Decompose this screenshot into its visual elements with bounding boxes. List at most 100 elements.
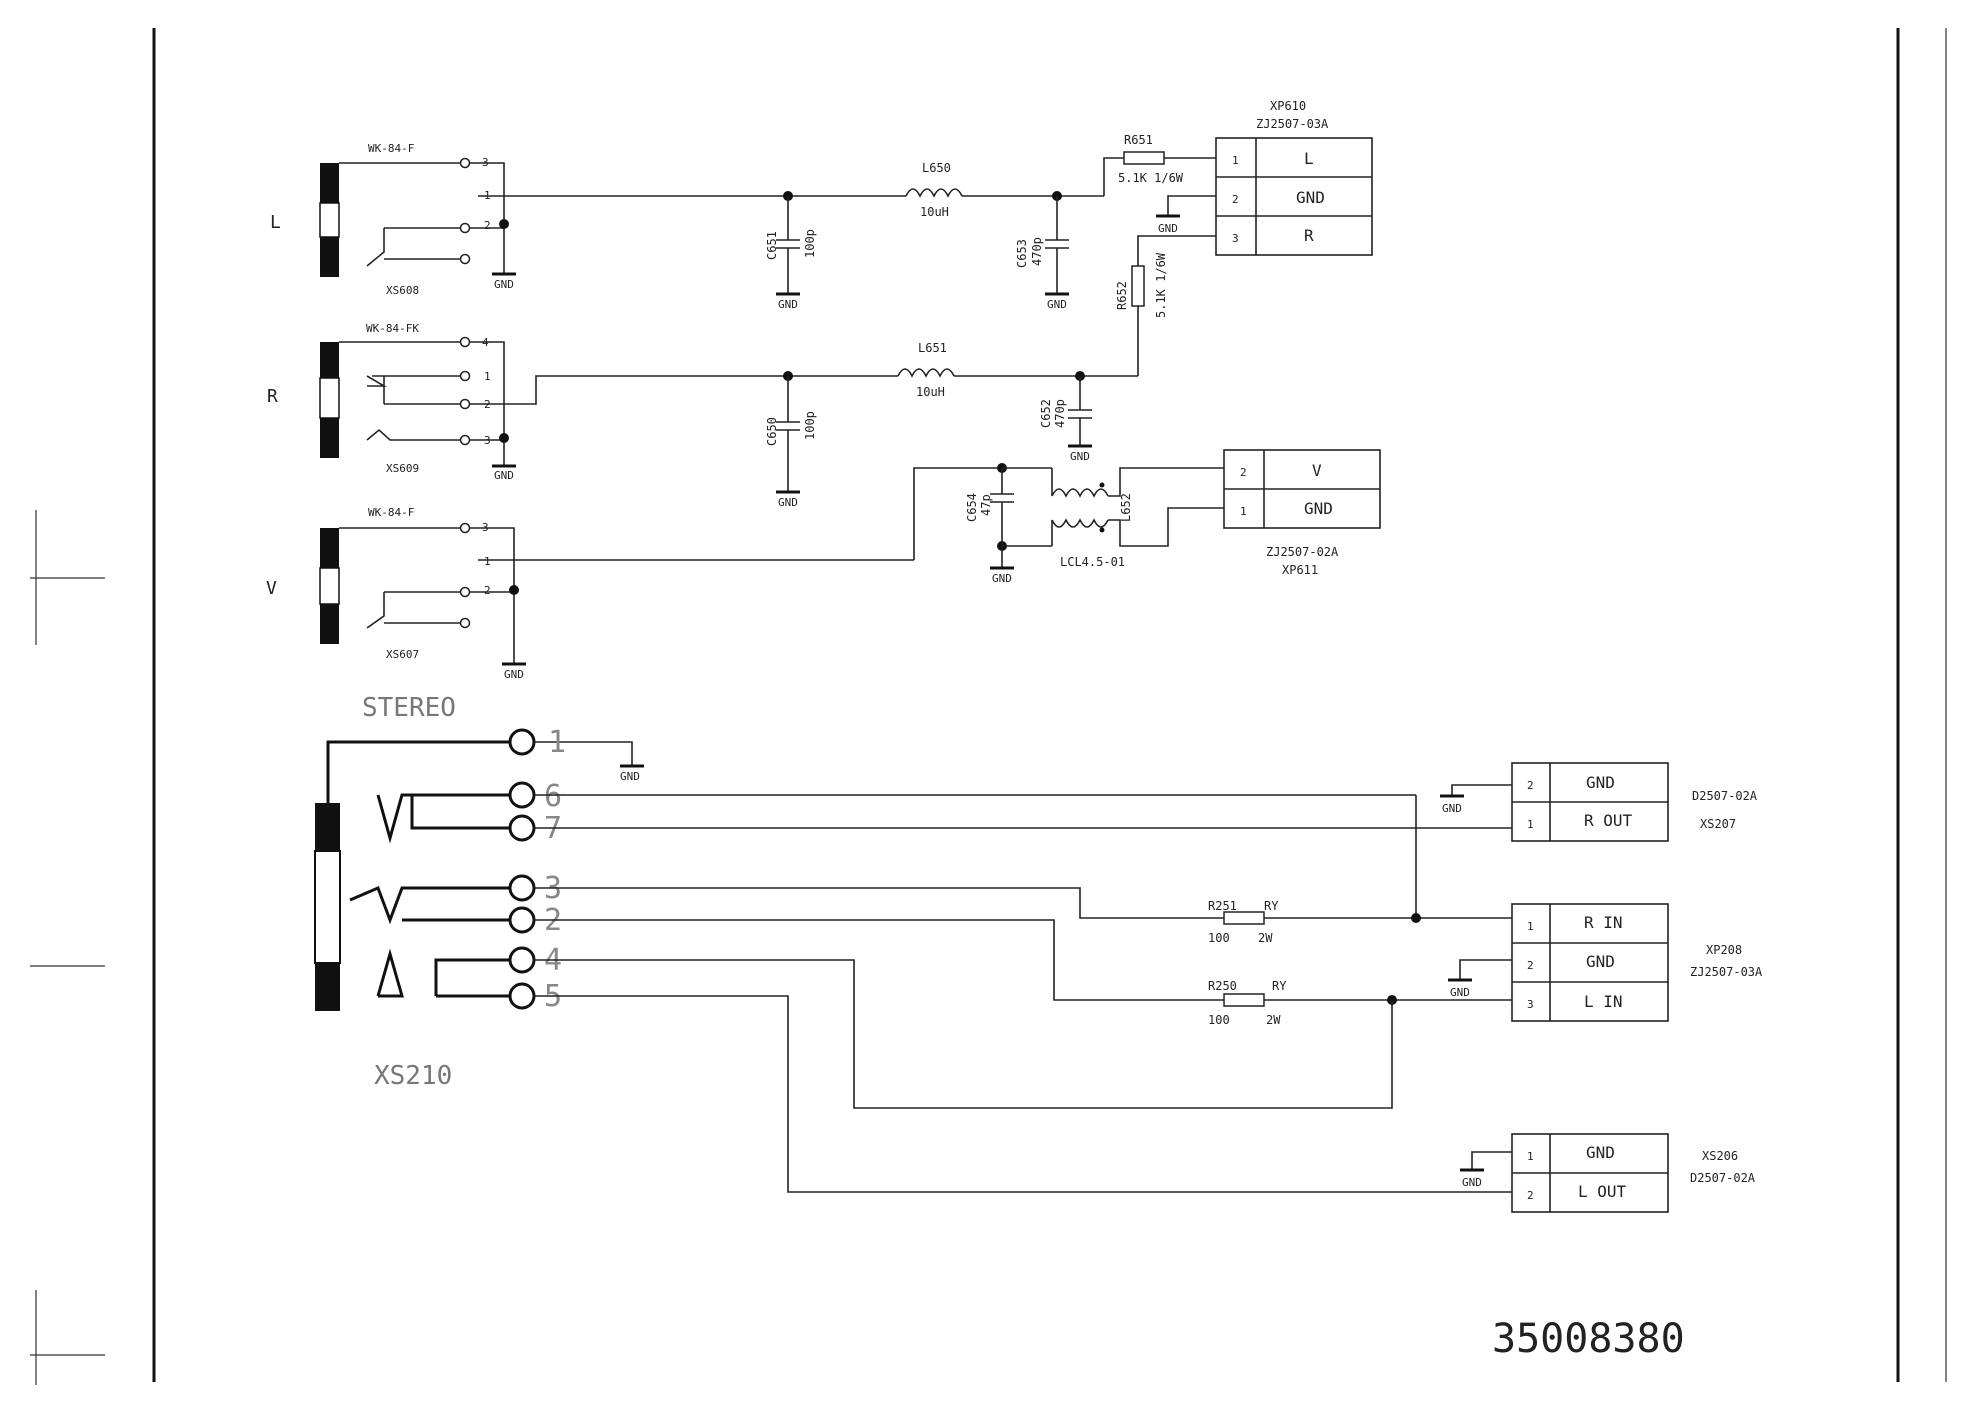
gnd-label: GND	[620, 770, 640, 783]
xp208-part: ZJ2507-03A	[1690, 965, 1763, 979]
stereo-wiring	[534, 784, 1512, 1193]
xp611-name: V	[1312, 461, 1322, 480]
xp208-pin: 2	[1527, 959, 1534, 972]
c650-value: 100p	[803, 411, 817, 440]
jack-part-label: WK-84-F	[368, 142, 414, 155]
xp610-pin: 3	[1232, 232, 1239, 245]
c650-ref: C650	[765, 417, 779, 446]
gnd-label: GND	[992, 572, 1012, 585]
xp610-name: L	[1304, 149, 1314, 168]
c654-value: 47p	[979, 494, 993, 516]
xp208-name: GND	[1586, 952, 1615, 971]
xs207-name: R OUT	[1584, 811, 1633, 830]
stereo-pin: 6	[544, 779, 562, 814]
xp610-pin: 1	[1232, 154, 1239, 167]
jack-side-label: L	[270, 212, 281, 233]
c654-ref: C654	[965, 493, 979, 522]
r651-value: 5.1K 1/6W	[1118, 171, 1184, 185]
jack-pin: 2	[484, 219, 491, 232]
xs206-pin: 2	[1527, 1189, 1534, 1202]
gnd-label: GND	[778, 298, 798, 311]
r250-value: 100	[1208, 1013, 1230, 1027]
jack-part-label: WK-84-FK	[366, 322, 419, 335]
xs206-ref: XS206	[1702, 1149, 1738, 1163]
connector-xp610	[1156, 137, 1373, 256]
xp611-name: GND	[1304, 499, 1333, 518]
r250-type: RY	[1272, 979, 1287, 993]
stereo-title: STEREO	[362, 693, 456, 723]
connector-xs207	[1511, 762, 1669, 842]
r250-power: 2W	[1266, 1013, 1281, 1027]
l651-ref: L651	[918, 341, 947, 355]
gnd-label: GND	[1158, 222, 1178, 235]
r651-ref: R651	[1124, 133, 1153, 147]
drawing-number: 35008380	[1492, 1316, 1685, 1362]
jack-xs607: V WK-84-F XS607 3 1 2 GND	[266, 506, 526, 681]
jack-side-label: V	[266, 578, 277, 599]
r652-ref: R652	[1115, 281, 1129, 310]
xp208-name: L IN	[1584, 992, 1623, 1011]
jack-ref-label: XS608	[386, 284, 419, 297]
c652-value: 470p	[1053, 399, 1067, 428]
gnd-label: GND	[494, 278, 514, 291]
xp610-part: ZJ2507-03A	[1256, 117, 1329, 131]
c653-value: 470p	[1030, 237, 1044, 266]
jack-ref-label: XS609	[386, 462, 419, 475]
gnd-label: GND	[494, 469, 514, 482]
jack-part-label: WK-84-F	[368, 506, 414, 519]
jack-xs608: L WK-84-F XS608 3 1 2 GND	[270, 142, 516, 297]
xp610-pin: 2	[1232, 193, 1239, 206]
r251-power: 2W	[1258, 931, 1273, 945]
xp611-pin: 2	[1240, 466, 1247, 479]
r652-value: 5.1K 1/6W	[1154, 252, 1168, 318]
l651-value: 10uH	[916, 385, 945, 399]
connector-xp611	[1223, 449, 1381, 529]
jack-pin: 1	[484, 370, 491, 383]
xs210-ref: XS210	[374, 1061, 452, 1091]
r-channel-wiring	[470, 235, 1216, 494]
c651-ref: C651	[765, 231, 779, 260]
xp610-name: GND	[1296, 188, 1325, 207]
connector-xp208	[1511, 903, 1669, 1022]
gnd-label: GND	[1047, 298, 1067, 311]
xs206-part: D2507-02A	[1690, 1171, 1756, 1185]
jack-side-label: R	[267, 386, 278, 407]
l650-ref: L650	[922, 161, 951, 175]
r250-ref: R250	[1208, 979, 1237, 993]
xs207-ref: XS207	[1700, 817, 1736, 831]
c651-value: 100p	[803, 229, 817, 258]
xs207-name: GND	[1586, 773, 1615, 792]
l-channel-wiring	[478, 151, 1216, 296]
jack-pin: 2	[484, 584, 491, 597]
xp208-ref: XP208	[1706, 943, 1742, 957]
jack-xs609: R WK-84-FK XS609 4 1 2 3 GND	[267, 322, 516, 482]
gnd-label: GND	[1450, 986, 1470, 999]
xp208-name: R IN	[1584, 913, 1623, 932]
xs206-pin: 1	[1527, 1150, 1534, 1163]
gnd-label: GND	[1462, 1176, 1482, 1189]
l652-ref: L652	[1119, 493, 1133, 522]
xp610-ref: XP610	[1270, 99, 1306, 113]
l652-value: LCL4.5-01	[1060, 555, 1125, 569]
gnd-label: GND	[1442, 802, 1462, 815]
stereo-jack-body	[314, 728, 644, 1011]
xp611-part: ZJ2507-02A	[1266, 545, 1339, 559]
sheet-frame	[30, 28, 1947, 1385]
stereo-pin: 1	[548, 725, 566, 760]
xp208-pin: 1	[1527, 920, 1534, 933]
r251-ref: R251	[1208, 899, 1237, 913]
r251-type: RY	[1264, 899, 1279, 913]
xs207-pin: 1	[1527, 818, 1534, 831]
xs206-name: L OUT	[1578, 1182, 1627, 1201]
xp610-name: R	[1304, 226, 1314, 245]
xs206-name: GND	[1586, 1143, 1615, 1162]
gnd-label: GND	[1070, 450, 1090, 463]
connector-xs206	[1511, 1133, 1669, 1213]
c652-ref: C652	[1039, 399, 1053, 428]
xs207-pin: 2	[1527, 779, 1534, 792]
xp208-pin: 3	[1527, 998, 1534, 1011]
xs207-part: D2507-02A	[1692, 789, 1758, 803]
r251-value: 100	[1208, 931, 1230, 945]
xp611-pin: 1	[1240, 505, 1247, 518]
